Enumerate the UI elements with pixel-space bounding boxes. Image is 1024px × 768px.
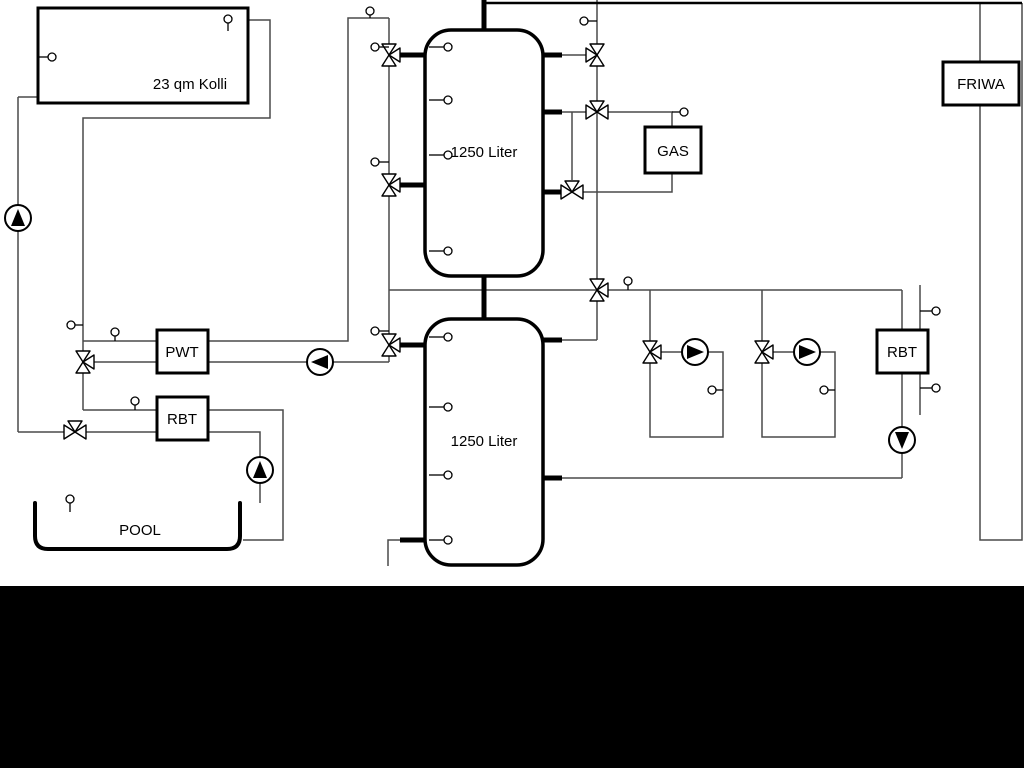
- temperature-sensor-icon: [429, 150, 453, 160]
- temperature-sensor-icon: [365, 6, 375, 18]
- three-way-valves: [63, 43, 774, 440]
- temperature-sensor-icon: [429, 246, 453, 256]
- pipe: [207, 17, 389, 342]
- tank1-label: 1250 Liter: [451, 144, 518, 161]
- friwa-box: [941, 60, 1021, 107]
- pump-icon: [793, 338, 821, 366]
- buffer-tank-2: 1250 Liter: [423, 317, 545, 567]
- pool-walls: [33, 501, 242, 551]
- three-way-valve-icon: [63, 420, 87, 440]
- temperature-sensor-icon: [672, 107, 689, 117]
- temperature-sensor-icon: [429, 535, 453, 545]
- tank2-label: 1250 Liter: [451, 433, 518, 450]
- three-way-valve-icon: [589, 278, 609, 302]
- three-way-valve-icon: [560, 180, 584, 200]
- pump-icon: [888, 426, 916, 454]
- temperature-sensor-icon: [920, 306, 941, 316]
- rbt-left-label: RBT: [167, 411, 197, 428]
- temperature-sensor-icon: [370, 42, 389, 52]
- pumps: [4, 204, 916, 484]
- fresh-water-station: FRIWA: [941, 60, 1021, 107]
- temperature-sensor-icon: [130, 396, 140, 410]
- pump-icon: [4, 204, 32, 232]
- pool-label: POOL: [119, 522, 161, 539]
- three-way-valve-icon: [585, 43, 605, 67]
- temperature-sensor-icon: [65, 494, 75, 512]
- pipe: [82, 19, 271, 410]
- rbt-right-label: RBT: [887, 344, 917, 361]
- tank1-body: [423, 28, 545, 278]
- tank-ports: [400, 0, 1022, 543]
- pool-heat-exchanger: PWT: [155, 328, 210, 375]
- temperature-sensor-icon: [66, 320, 83, 330]
- temperature-sensor-icon: [579, 16, 597, 26]
- temperature-sensor-icon: [223, 14, 233, 31]
- temperature-sensors: [39, 6, 941, 545]
- pipe: [207, 409, 284, 541]
- pipe: [387, 539, 400, 566]
- three-way-valve-icon: [585, 100, 609, 120]
- pump-icon: [246, 456, 274, 484]
- three-way-valve-icon: [75, 350, 95, 374]
- collector-label: 23 qm Kolli: [153, 76, 227, 93]
- three-way-valve-icon: [754, 340, 774, 364]
- temperature-sensor-icon: [370, 157, 389, 167]
- collector-box: [36, 6, 250, 105]
- temperature-sensor-icon: [920, 383, 941, 393]
- solar-collector: 23 qm Kolli: [36, 6, 250, 105]
- temperature-sensor-icon: [429, 402, 453, 412]
- three-way-valve-icon: [381, 333, 401, 357]
- temperature-sensor-icon: [429, 95, 453, 105]
- pump-icon: [681, 338, 709, 366]
- rbt-left-unit: RBT: [155, 395, 210, 442]
- gas-box: [643, 125, 703, 175]
- three-way-valve-icon: [381, 173, 401, 197]
- pwt-label: PWT: [165, 344, 198, 361]
- pipe: [562, 173, 673, 193]
- temperature-sensor-icon: [429, 332, 453, 342]
- temperature-sensor-icon: [707, 385, 723, 395]
- rbt-right-box: [875, 328, 930, 375]
- three-way-valve-icon: [642, 340, 662, 364]
- buffer-tank-1: 1250 Liter: [423, 28, 545, 278]
- temperature-sensor-icon: [39, 52, 57, 62]
- tank2-body: [423, 317, 545, 567]
- pump-icon: [306, 348, 334, 376]
- pipe: [979, 3, 1023, 541]
- pool-basin: POOL: [33, 501, 242, 551]
- temperature-sensor-icon: [429, 42, 453, 52]
- gas-label: GAS: [657, 143, 689, 160]
- temperature-sensor-icon: [429, 470, 453, 480]
- temperature-sensor-icon: [819, 385, 835, 395]
- friwa-label: FRIWA: [957, 76, 1005, 93]
- temperature-sensor-icon: [110, 327, 120, 341]
- rbt-left-box: [155, 395, 210, 442]
- letterbox-bar: [0, 586, 1024, 768]
- gas-boiler: GAS: [643, 125, 703, 175]
- temperature-sensor-icon: [623, 276, 633, 290]
- rbt-right-unit: RBT: [875, 328, 930, 375]
- temperature-sensor-icon: [370, 326, 389, 336]
- pwt-box: [155, 328, 210, 375]
